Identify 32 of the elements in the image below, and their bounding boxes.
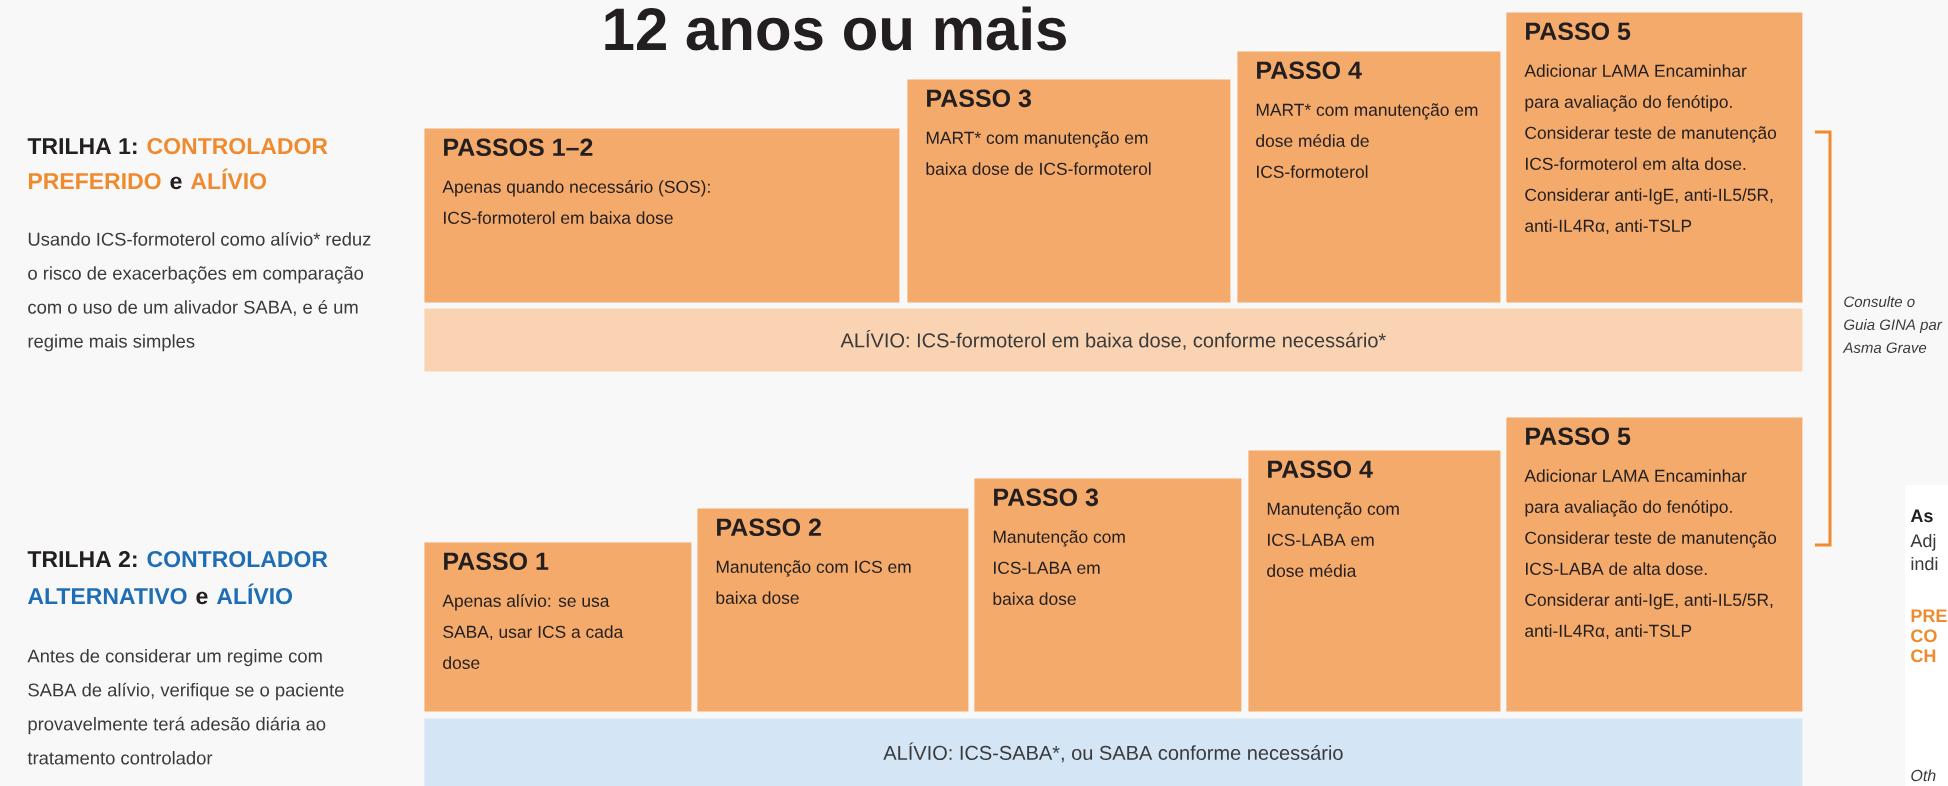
step-box: PASSO 4 MART* com manutenção em dose média de ICS-formoterol (1237, 51, 1501, 303)
heading-text: CONTROLADOR (147, 137, 328, 155)
cut-off-text: Adj (1910, 533, 1936, 551)
relief-band: ALÍVIO: ICS-formoterol em baixa dose, conforme necessário* (424, 308, 1803, 372)
step-box: PASSO 4 Manutenção com ICS-LABA em dose média (1248, 450, 1501, 712)
step-box: PASSO 5 Adicionar LAMA Encaminhar para avaliação do fenótipo. Considerar teste de manutenção ICS-formoterol em alta dose. Considerar anti-IgE, anti-IL5/5R, anti-IL4Rα, anti-TSLP (1506, 12, 1803, 303)
heading-text: TRILHA 1: (27, 138, 137, 154)
heading-text: ALÍVIO (190, 168, 267, 190)
heading-text: ALÍVIO (216, 583, 293, 605)
heading-text: ALTERNATIVO (28, 587, 187, 605)
step-box: PASSO 1 Apenas alívio: se usa SABA, usar ICS a cada dose (424, 542, 692, 712)
step-box: PASSO 3 Manutenção com ICS-LABA em baixa dose (974, 478, 1242, 712)
cut-off-text: PRE (1911, 609, 1947, 622)
cut-off-text: CO (1911, 629, 1937, 643)
cut-off-text: As (1910, 509, 1933, 523)
heading-text: TRILHA 2: (27, 550, 137, 567)
title: 12 anos ou mais (605, 6, 1066, 51)
heading-text: CONTROLADOR (147, 550, 328, 568)
cut-off-text: CH (1911, 649, 1936, 663)
step-box: PASSO 3 MART* com manutenção em baixa dose de ICS-formoterol (907, 79, 1231, 303)
heading-text: e (196, 591, 208, 605)
relief-band: ALÍVIO: ICS-SABA*, ou SABA conforme necessário (424, 718, 1803, 786)
step-box: PASSO 5 Adicionar LAMA Encaminhar para avaliação do fenótipo. Considerar teste de manutenção ICS-LABA de alta dose. Considerar anti-IgE, anti-IL5/5R, anti-IL4Rα, anti-TSLP (1506, 417, 1803, 712)
cut-off-text: Oth (1911, 769, 1936, 782)
cut-off-text: indi (1911, 556, 1938, 571)
heading-text: e (170, 176, 182, 190)
side-note: Consulte o Guia GINA par Asma Grave (1842, 296, 1943, 353)
heading-text: PREFERIDO (28, 172, 161, 190)
description-text: Usando ICS-formoterol como alívio* reduz o risco de exacerbações em comparação com o uso de um alivador SABA, e é um regime mais simples (28, 232, 371, 352)
step-box: PASSO 2 Manutenção com ICS em baixa dose (697, 508, 969, 712)
description-text: Antes de considerar um regime com SABA de alívio, verifique se o paciente provavelmente terá adesão diária ao tratamento controlador (27, 649, 344, 765)
step-box: PASSOS 1–2 Apenas quando necessário (SOS): ICS-formoterol em baixa dose (424, 128, 900, 303)
